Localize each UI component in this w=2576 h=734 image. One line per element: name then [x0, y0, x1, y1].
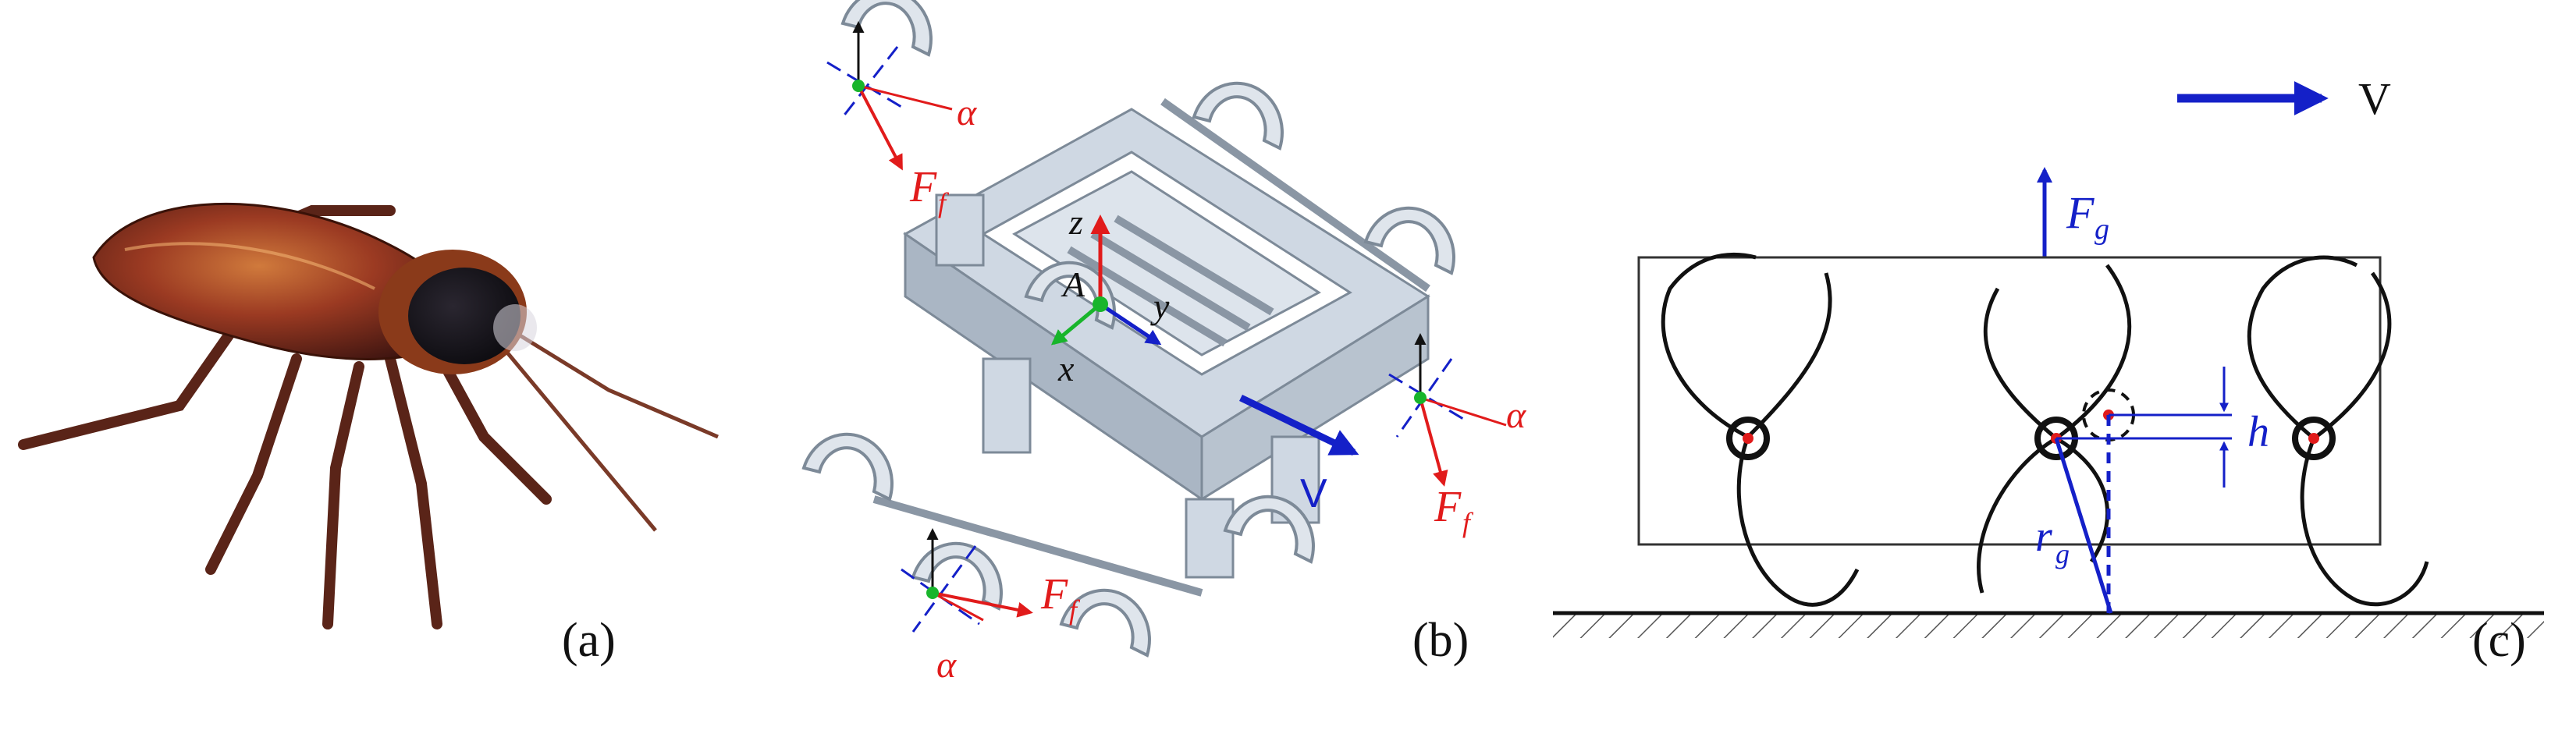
side-schematic: V F g — [1553, 73, 2544, 638]
axis-z-label: z — [1068, 202, 1083, 242]
alpha-label-bottom: α — [936, 644, 957, 686]
caption-c: (c) — [2472, 614, 2526, 667]
cockroach-illustration — [18, 202, 719, 629]
h-label: h — [2247, 408, 2269, 456]
cockroach-antennae — [498, 325, 719, 532]
ff-label-top: F — [909, 163, 937, 211]
caption-b: (b) — [1412, 614, 1469, 667]
velocity-label-c: V — [2358, 73, 2391, 124]
rg-sub: g — [2055, 538, 2070, 569]
radius-rg: r g — [2035, 415, 2113, 614]
alpha-label-right: α — [1506, 395, 1526, 436]
axis-x-label: x — [1057, 349, 1075, 388]
robot-shafts — [872, 98, 1430, 597]
lift-force-Fg: F g — [2037, 167, 2109, 257]
axis-y-label: y — [1150, 286, 1170, 326]
robot-cad-view: α F f α F f α F f — [801, 0, 1526, 686]
force-annotation-right: α F f — [1388, 333, 1526, 538]
cockroach-head — [493, 304, 537, 351]
ground — [1553, 611, 2544, 638]
point-A-label: A — [1061, 264, 1085, 304]
panel-b: α F f α F f α F f — [726, 0, 1530, 734]
alpha-label-top: α — [957, 92, 977, 133]
ff-label-bottom: F — [1040, 570, 1068, 619]
fg-label: F — [2066, 187, 2095, 238]
caption-a: (a) — [562, 614, 616, 667]
wheg-left — [1661, 252, 1860, 607]
robot-body-box — [1637, 256, 2382, 546]
fg-sub: g — [2095, 213, 2109, 246]
body-frame-A: z y x A — [1050, 202, 1170, 388]
panel-c: V F g — [1530, 0, 2576, 734]
panel-a: (a) — [0, 0, 726, 734]
force-annotation-bottom: α F f — [901, 528, 1081, 686]
ff-sub-right: f — [1462, 507, 1474, 538]
velocity-label-b: V — [1300, 471, 1327, 516]
rg-label: r — [2035, 512, 2052, 561]
velocity-arrow-c: V — [2177, 73, 2391, 124]
velocity-arrow-b: V — [1239, 394, 1359, 516]
force-annotation-top: α F f — [826, 21, 977, 218]
robot-chassis — [903, 108, 1430, 502]
height-h: h — [2056, 367, 2269, 488]
cockroach-legs — [18, 205, 552, 629]
ff-label-right: F — [1434, 483, 1462, 531]
wheg-right — [2247, 255, 2429, 607]
